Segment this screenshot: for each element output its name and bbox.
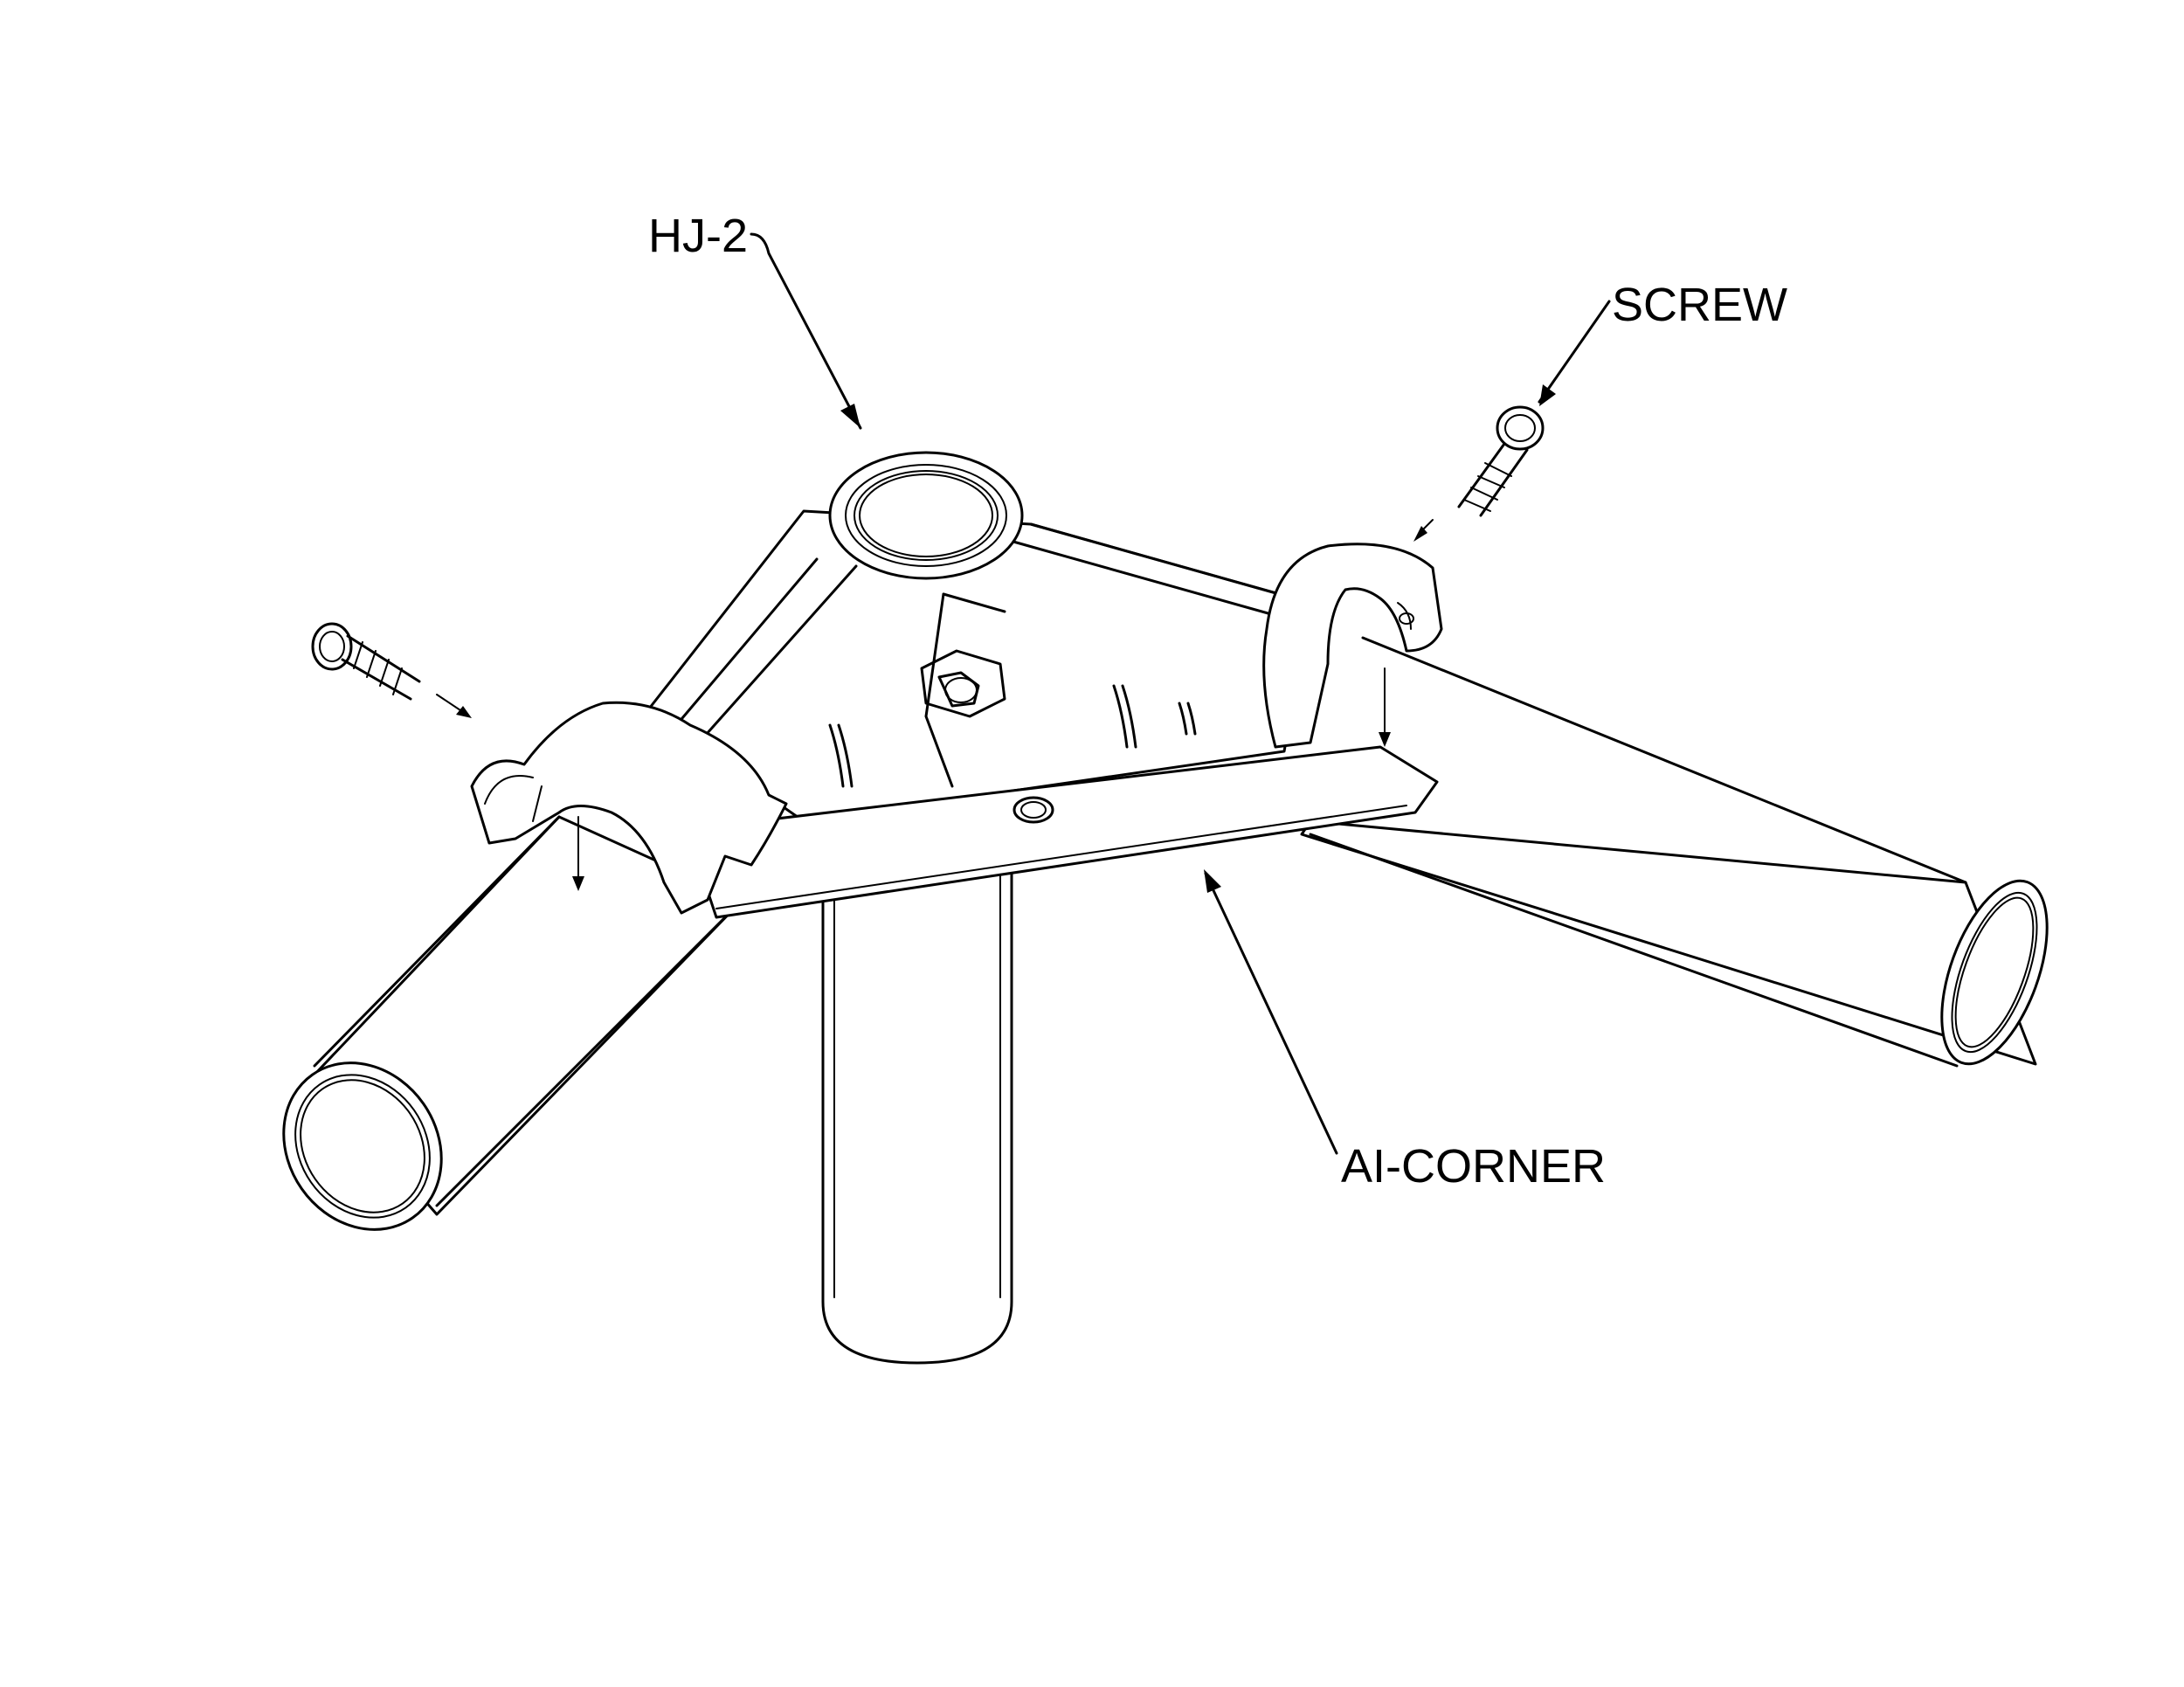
ai-corner-bracket <box>472 544 1441 917</box>
label-hj2: HJ-2 <box>648 210 749 262</box>
left-tube <box>252 817 743 1261</box>
label-screw: SCREW <box>1612 279 1787 331</box>
screw-lower <box>313 624 419 699</box>
right-tube <box>1302 638 2069 1077</box>
label-ai-corner: AI-CORNER <box>1341 1140 1607 1193</box>
leader-screw <box>1539 301 1609 406</box>
direction-arrows <box>437 520 1433 891</box>
leader-ai-corner <box>1204 869 1337 1153</box>
vertical-post <box>823 861 1012 1363</box>
hub-body <box>646 453 1310 821</box>
leader-hj2 <box>751 234 860 428</box>
screw-upper <box>1459 407 1543 515</box>
